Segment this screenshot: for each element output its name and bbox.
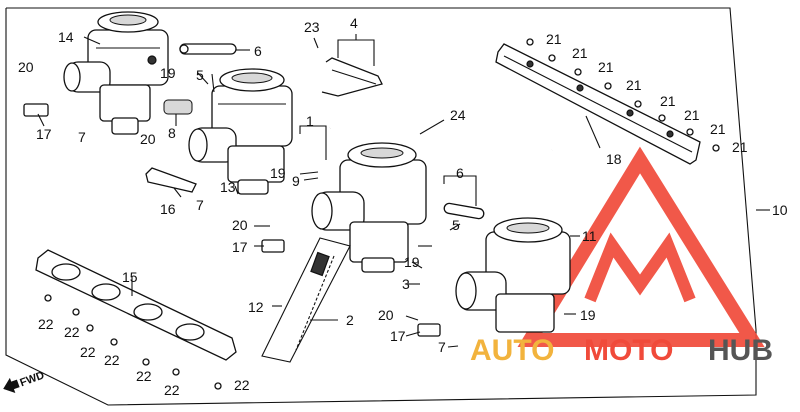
callout-21d: 21 bbox=[626, 77, 642, 93]
callout-7b: 7 bbox=[196, 197, 204, 213]
callout-3: 3 bbox=[402, 276, 410, 292]
callout-22c: 22 bbox=[80, 344, 96, 360]
callout-10: 10 bbox=[772, 202, 788, 218]
bracket-17-middle bbox=[261, 239, 285, 253]
fuel-hose-24-inner bbox=[328, 108, 553, 152]
callout-22a: 22 bbox=[38, 316, 54, 332]
watermark-text-hub: HUB bbox=[708, 334, 773, 367]
callout-17b: 17 bbox=[232, 239, 248, 255]
link-arm-6-right bbox=[443, 202, 485, 220]
spring-8 bbox=[163, 99, 193, 115]
carburetor-center bbox=[311, 142, 427, 273]
bracket-4 bbox=[321, 57, 383, 97]
callout-2: 2 bbox=[346, 312, 354, 328]
fwd-arrow: FWD bbox=[3, 369, 46, 393]
watermark-triangle bbox=[517, 146, 765, 347]
callout-21h: 21 bbox=[732, 139, 748, 155]
callout-22g: 22 bbox=[234, 377, 250, 393]
watermark-logo bbox=[517, 146, 765, 347]
watermark-brand: AUTO MOTO HUB bbox=[470, 334, 773, 367]
callout-14: 14 bbox=[58, 29, 74, 45]
callout-21g: 21 bbox=[710, 121, 726, 137]
leader-lines bbox=[37, 34, 770, 348]
watermark-text-moto: MOTO bbox=[584, 334, 673, 367]
callout-20d: 20 bbox=[378, 307, 394, 323]
callout-18: 18 bbox=[606, 151, 622, 167]
diagram-frame bbox=[5, 7, 757, 406]
mounting-plate-15 bbox=[35, 249, 237, 361]
link-arm-6-top bbox=[179, 43, 237, 55]
callout-12: 12 bbox=[248, 299, 264, 315]
carburetor-11 bbox=[455, 217, 571, 333]
bracket-17-bottom bbox=[417, 323, 441, 337]
callout-20a: 20 bbox=[18, 59, 34, 75]
choke-rail-18 bbox=[495, 43, 701, 165]
callout-24: 24 bbox=[450, 107, 466, 123]
fwd-label: FWD bbox=[18, 369, 46, 389]
watermark-text-auto: AUTO bbox=[470, 334, 554, 367]
callout-16: 16 bbox=[160, 201, 176, 217]
callout-17a: 17 bbox=[36, 126, 52, 142]
callout-labels: 1 2 3 4 5 5 6 6 7 7 7 8 9 10 11 12 13 14… bbox=[18, 15, 788, 398]
callout-19c: 19 bbox=[404, 254, 420, 270]
carburetor-14 bbox=[63, 11, 169, 135]
callout-21c: 21 bbox=[598, 59, 614, 75]
bolts-22 bbox=[44, 294, 222, 390]
callout-11: 11 bbox=[582, 228, 597, 244]
callout-23: 23 bbox=[304, 19, 320, 35]
callout-19b: 19 bbox=[270, 165, 286, 181]
watermark-m-letter bbox=[584, 232, 696, 303]
callout-15: 15 bbox=[122, 269, 138, 285]
fwd-arrow-icon bbox=[3, 377, 20, 393]
callout-20b: 20 bbox=[140, 131, 156, 147]
callout-22b: 22 bbox=[64, 324, 80, 340]
callout-20c: 20 bbox=[232, 217, 248, 233]
callout-6a: 6 bbox=[254, 43, 262, 59]
bracket-16 bbox=[145, 167, 197, 193]
callout-6b: 6 bbox=[456, 165, 464, 181]
panel-12 bbox=[261, 237, 351, 363]
callout-19d: 19 bbox=[580, 307, 596, 323]
callout-22e: 22 bbox=[136, 368, 152, 384]
callout-21a: 21 bbox=[546, 31, 562, 47]
callout-17c: 17 bbox=[390, 328, 406, 344]
callout-7a: 7 bbox=[78, 129, 86, 145]
callout-22f: 22 bbox=[164, 382, 180, 398]
screws-21 bbox=[526, 38, 720, 152]
callout-8: 8 bbox=[168, 125, 176, 141]
callout-5b: 5 bbox=[452, 217, 460, 233]
callout-5a: 5 bbox=[196, 67, 204, 83]
callout-13: 13 bbox=[220, 179, 236, 195]
callout-1: 1 bbox=[306, 113, 314, 129]
callout-19a: 19 bbox=[160, 65, 176, 81]
bracket-17-top bbox=[23, 103, 49, 117]
callout-9: 9 bbox=[292, 173, 300, 189]
callout-4: 4 bbox=[350, 15, 358, 31]
carburetor-13 bbox=[188, 68, 293, 195]
callout-22d: 22 bbox=[104, 352, 120, 368]
callout-21e: 21 bbox=[660, 93, 676, 109]
callout-7c: 7 bbox=[438, 339, 446, 355]
callout-21f: 21 bbox=[684, 107, 700, 123]
callout-21b: 21 bbox=[572, 45, 588, 61]
